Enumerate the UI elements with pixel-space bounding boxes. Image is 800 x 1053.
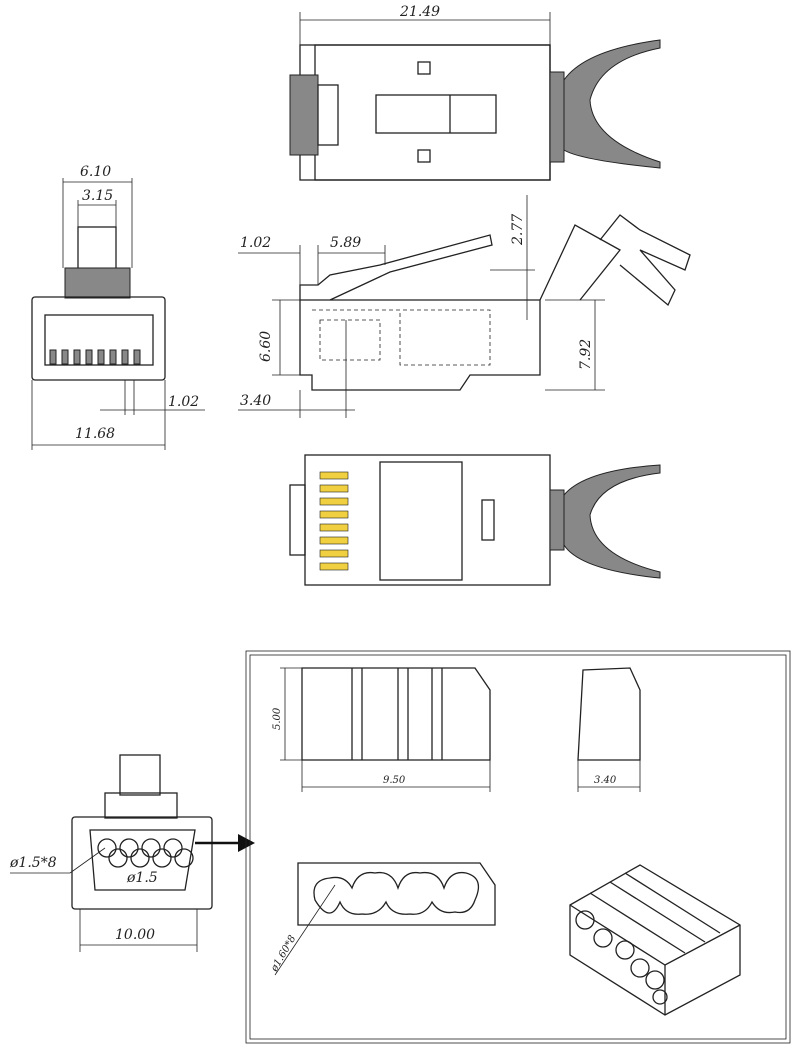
- loadbar-isometric: [569, 864, 741, 1016]
- front-view-loadbar: ø1.5*8 ø1.5 10.00: [9, 754, 255, 952]
- dim-loadbar-hole-dia: ø1.60*8: [269, 934, 299, 975]
- dim-side-contact: 3.40: [240, 393, 271, 409]
- dim-hole-dia: ø1.5: [126, 870, 158, 886]
- dim-pin-pitch: 1.02: [168, 394, 199, 410]
- bottom-view: [289, 454, 661, 586]
- dim-side-height: 6.60: [258, 331, 274, 362]
- dim-front-width-bottom: 10.00: [115, 927, 155, 943]
- top-view: 21.49: [289, 4, 661, 181]
- dim-side-latch-height: 2.77: [510, 214, 526, 246]
- arrow-icon: [238, 834, 255, 852]
- dim-top-length: 21.49: [399, 4, 440, 20]
- dim-loadbar-depth: 3.40: [594, 775, 617, 786]
- dim-side-total-height: 7.92: [578, 339, 594, 370]
- side-view: 1.02 5.89 2.77 6.60 7.92 3.40: [238, 195, 691, 418]
- loadbar-holes: [97, 838, 194, 868]
- dim-front-total-width: 11.68: [75, 426, 115, 442]
- loadbar-detail-frame: 5.00 9.50 3.40 ø1.60*8: [245, 650, 791, 1044]
- dim-front-width-inner: 3.15: [82, 188, 113, 204]
- dim-loadbar-length: 9.50: [383, 775, 406, 786]
- dim-side-offset: 1.02: [240, 235, 271, 251]
- dim-loadbar-height: 5.00: [272, 707, 283, 730]
- front-view: 6.10 3.15 1.02 11.68: [31, 164, 205, 450]
- contact-pins: [49, 349, 141, 365]
- dim-front-width-outer: 6.10: [80, 164, 111, 180]
- dim-hole-count-dia: ø1.5*8: [9, 855, 57, 871]
- gold-contacts: [319, 471, 349, 571]
- dim-side-latch: 5.89: [330, 235, 361, 251]
